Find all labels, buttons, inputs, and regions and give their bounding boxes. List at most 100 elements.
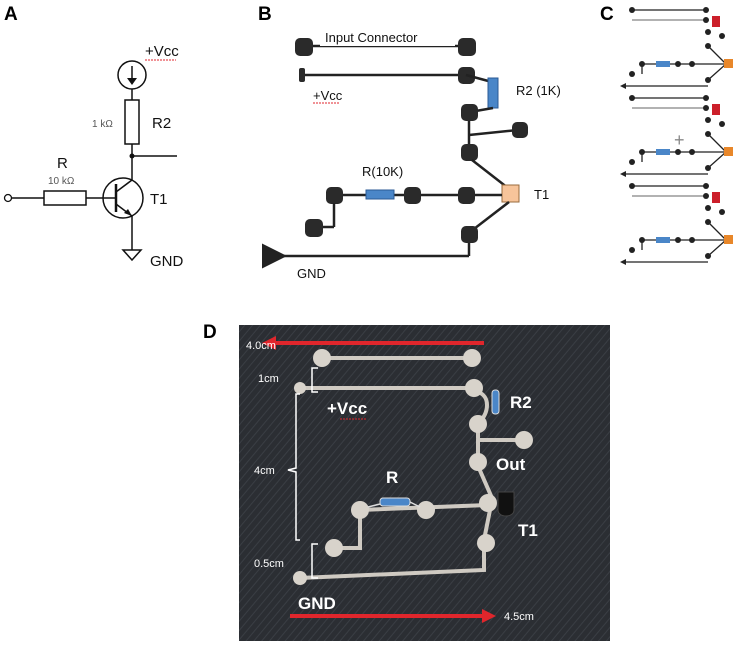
stitched-pad xyxy=(515,431,533,449)
pad xyxy=(705,77,711,83)
panel-d-gap-2: 0.5cm xyxy=(254,558,284,570)
pad xyxy=(705,29,711,35)
pad xyxy=(705,205,711,211)
trace xyxy=(707,221,727,257)
resistor-r-symbol xyxy=(43,190,87,206)
pad xyxy=(705,165,711,171)
pad xyxy=(299,68,305,82)
resistor-r2-component xyxy=(712,192,720,203)
dimension-brace xyxy=(287,393,300,541)
circuit-module xyxy=(620,183,733,265)
panel-d-width-top: 4.0cm xyxy=(246,340,276,352)
pad xyxy=(703,183,709,189)
transistor-t1-photo xyxy=(497,491,515,517)
pad xyxy=(705,117,711,123)
pad xyxy=(705,253,711,259)
resistor-lead xyxy=(367,503,381,508)
circuit-module xyxy=(620,7,733,89)
panel-d-r2-label: R2 xyxy=(510,393,532,412)
arrowhead-icon xyxy=(482,609,496,623)
stitched-pad xyxy=(479,494,497,512)
stitched-pad xyxy=(313,349,331,367)
panel-a-r-value: 10 kΩ xyxy=(48,176,75,187)
panel-c-letter: C xyxy=(600,4,614,25)
transistor-t1-component xyxy=(724,59,733,68)
pad xyxy=(675,149,681,155)
panel-a-r2-label: R2 xyxy=(152,115,171,132)
pad xyxy=(461,226,478,243)
panel-d-gnd-label: GND xyxy=(298,594,336,613)
pad xyxy=(703,95,709,101)
panel-b-t1-label: T1 xyxy=(534,187,549,202)
resistor-r2-component xyxy=(712,16,720,27)
pad xyxy=(719,33,725,39)
panel-b-r2-label: R2 (1K) xyxy=(516,83,561,98)
panel-a-r-label: R xyxy=(57,155,68,172)
panel-b-gnd-label: GND xyxy=(297,266,326,281)
pad xyxy=(675,61,681,67)
pad xyxy=(629,247,635,253)
current-source-arrowhead xyxy=(127,78,137,85)
panel-a-t1-label: T1 xyxy=(150,191,168,208)
panel-a-vcc-label: +Vcc xyxy=(145,43,179,60)
trace xyxy=(707,45,727,81)
pad xyxy=(703,105,709,111)
stitched-trace xyxy=(298,550,486,580)
stitched-pad xyxy=(417,501,435,519)
resistor-r-component xyxy=(656,61,670,67)
collector-trace xyxy=(471,159,509,189)
transistor-t1-component xyxy=(501,184,520,203)
stitched-pad xyxy=(469,415,487,433)
label-background xyxy=(320,30,455,46)
panel-b-input-connector-label: Input Connector xyxy=(325,30,418,45)
panel-a-r2-value: 1 kΩ xyxy=(92,119,113,130)
stitched-pad xyxy=(293,571,307,585)
gnd-arrow-icon xyxy=(620,83,626,89)
pad xyxy=(703,7,709,13)
pad xyxy=(629,183,635,189)
pad xyxy=(629,159,635,165)
pad xyxy=(458,38,476,56)
resistor-r-component xyxy=(656,237,670,243)
input-terminal xyxy=(3,193,13,203)
panel-b-letter: B xyxy=(258,4,272,25)
panel-b-r-label: R(10K) xyxy=(362,164,403,179)
pad xyxy=(461,144,478,161)
pad xyxy=(703,193,709,199)
panel-c-array: C xyxy=(600,4,733,265)
transistor-collector xyxy=(115,179,133,193)
panel-a-gnd-label: GND xyxy=(150,253,184,270)
panel-d-r-label: R xyxy=(386,468,398,487)
stitched-pad xyxy=(325,539,343,557)
pad xyxy=(629,71,635,77)
circuit-module xyxy=(620,95,733,177)
resistor-r2-component xyxy=(487,77,499,109)
emitter-trace xyxy=(469,201,510,233)
stitched-pad xyxy=(477,534,495,552)
pad xyxy=(719,209,725,215)
panel-a-letter: A xyxy=(4,4,18,25)
gnd-arrow-icon xyxy=(620,259,626,265)
panel-d-height: 4cm xyxy=(254,465,275,477)
resistor-r2-symbol xyxy=(124,99,140,145)
fabric-photo-background xyxy=(239,325,610,641)
pad xyxy=(461,104,478,121)
pad xyxy=(689,149,695,155)
pad xyxy=(295,38,313,56)
arrowhead-icon xyxy=(262,336,276,350)
panel-d-photo: D xyxy=(203,322,610,641)
transistor-emitter-arrow xyxy=(124,209,132,216)
panel-d-letter: D xyxy=(203,322,217,343)
pad xyxy=(703,17,709,23)
stitched-pad xyxy=(463,349,481,367)
stitched-pad xyxy=(465,379,483,397)
resistor-lead xyxy=(409,501,421,508)
panel-d-width-bottom: 4.5cm xyxy=(504,611,534,623)
resistor-r-component xyxy=(656,149,670,155)
transistor-t1-component xyxy=(724,147,733,156)
panel-a-schematic: A +Vcc R2 1 kΩ T1 R 10 kΩ GND xyxy=(3,4,184,270)
stitched-pad xyxy=(294,382,306,394)
panel-b-vcc-label: +Vcc xyxy=(313,88,343,103)
output-trace xyxy=(468,128,519,137)
pad xyxy=(404,187,421,204)
